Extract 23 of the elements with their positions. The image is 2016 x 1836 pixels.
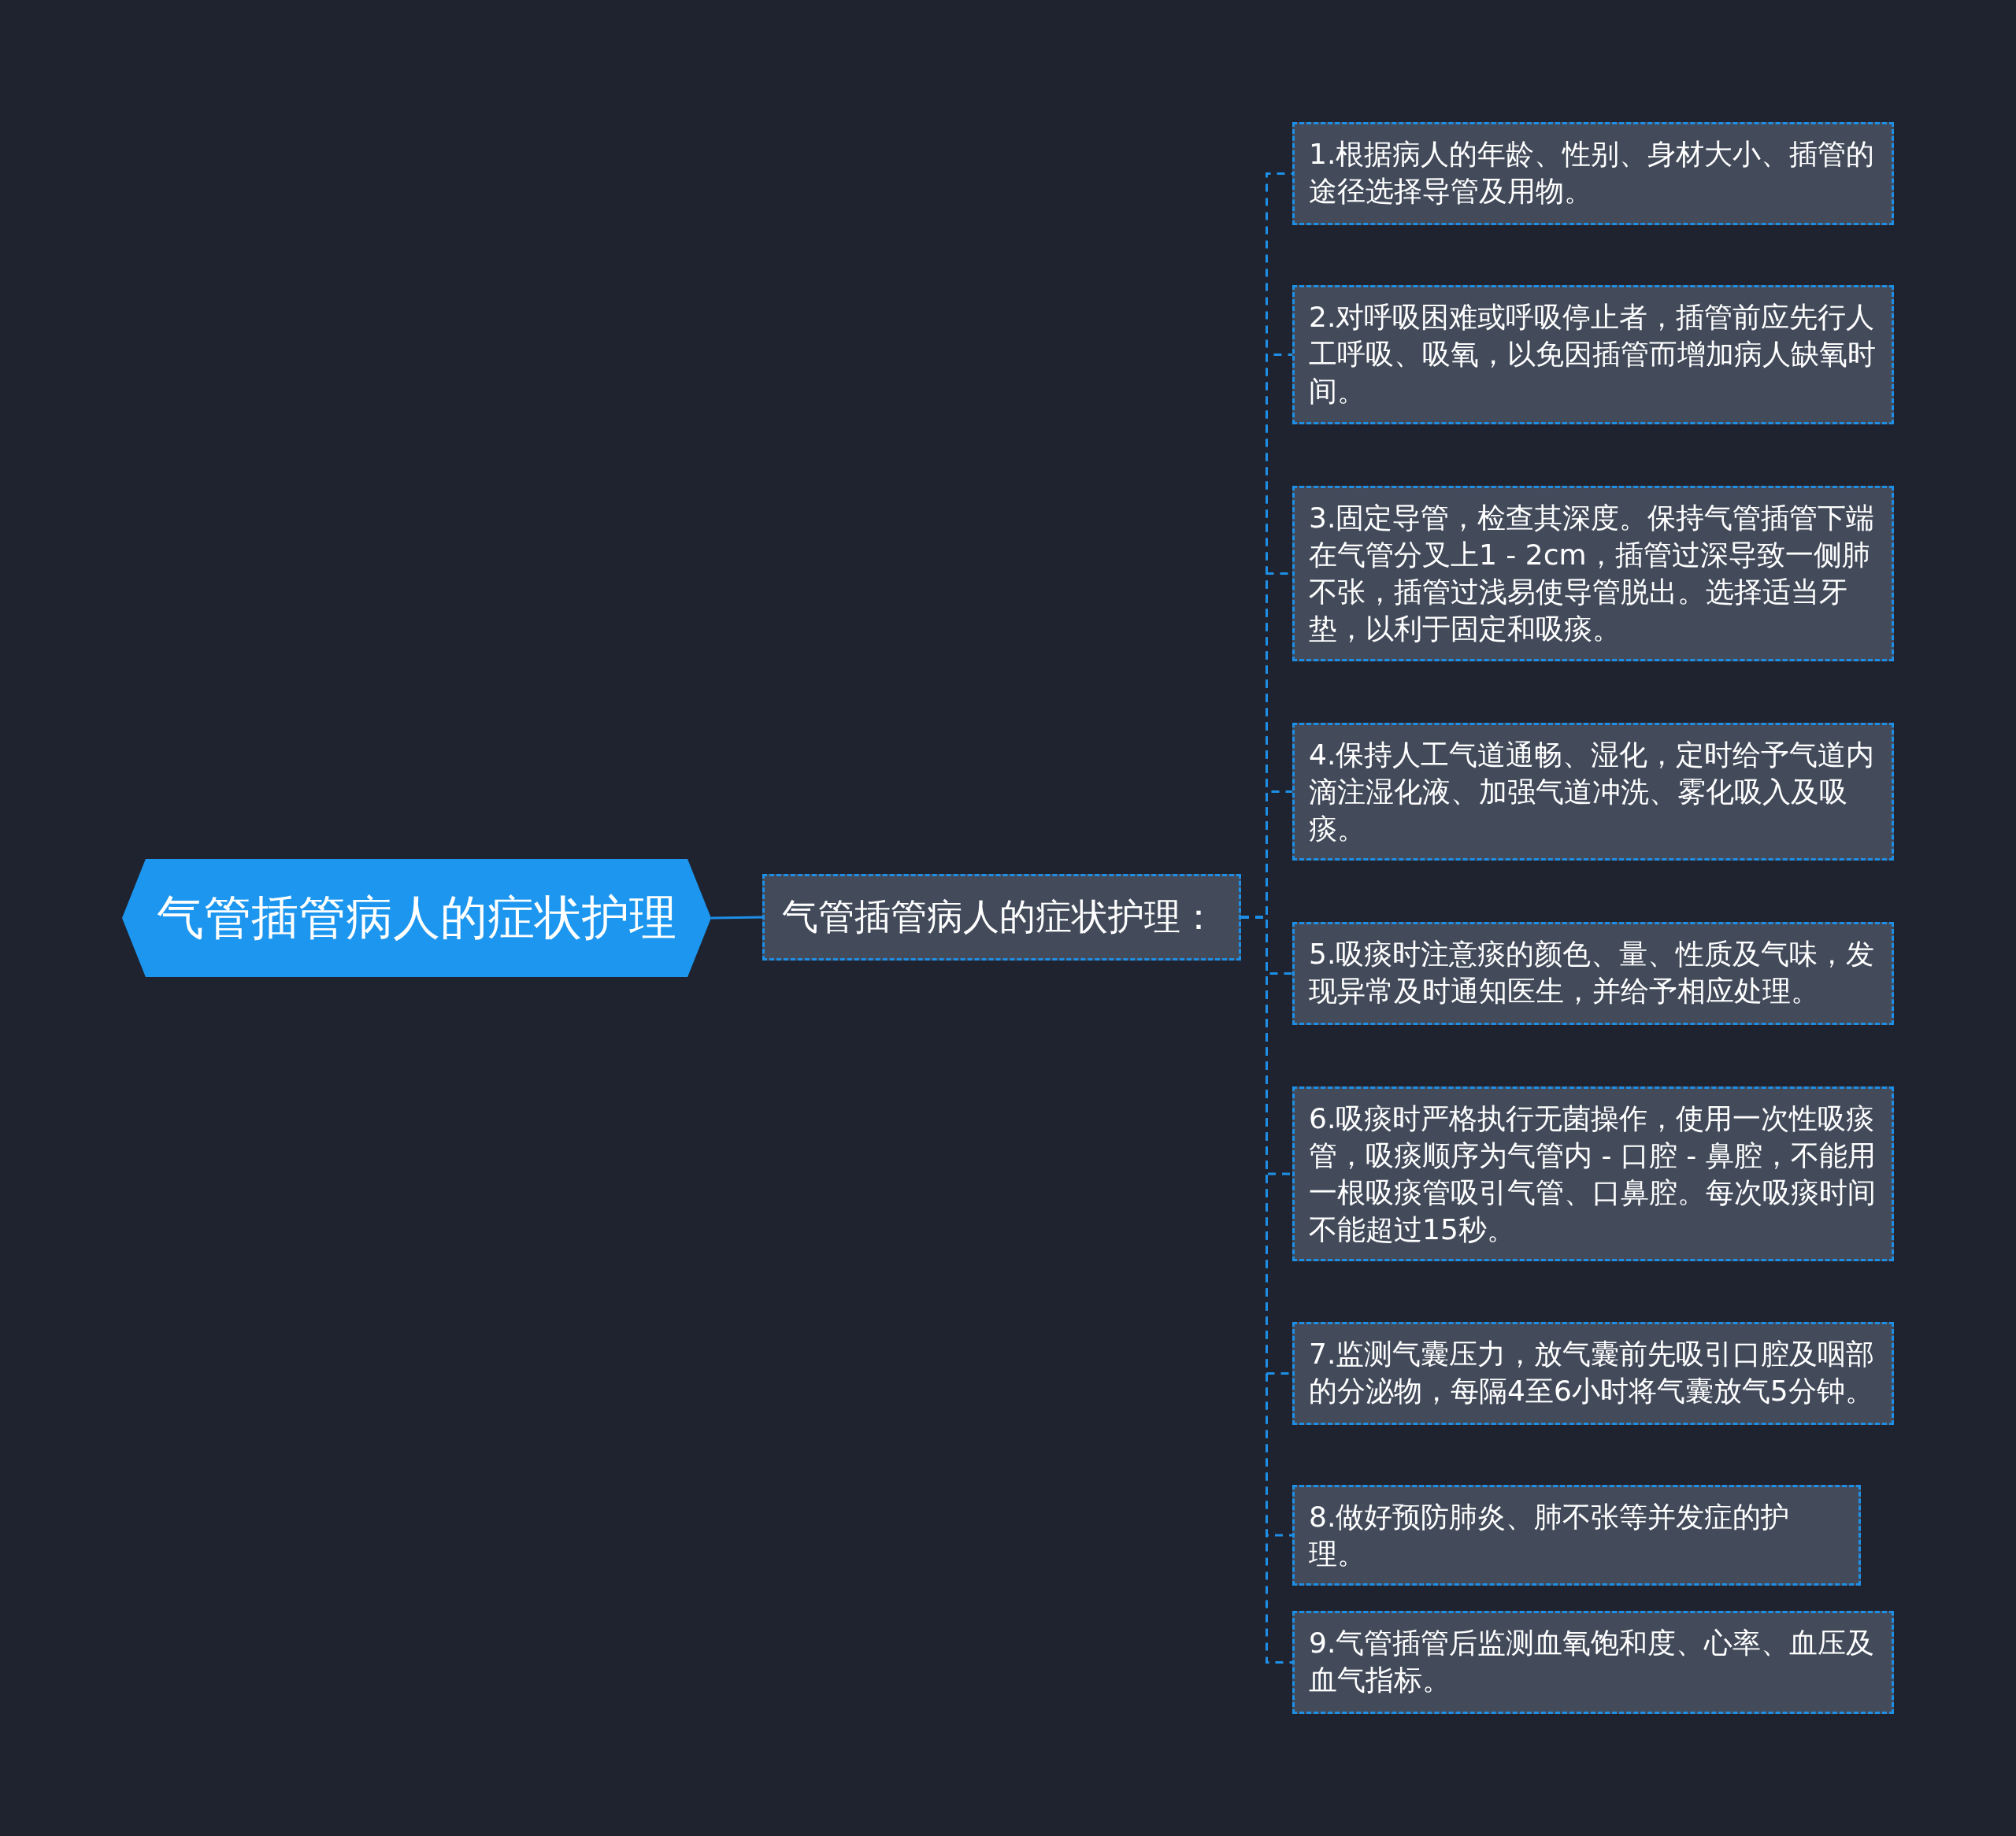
note-box — [1292, 1485, 1861, 1586]
note-box — [1292, 1086, 1894, 1261]
topic-hexagon — [122, 859, 711, 977]
node-text: 气管插管病人的症状护理： — [782, 894, 1217, 939]
subtopic-box — [762, 874, 1241, 961]
note-box — [1292, 486, 1894, 661]
note-box — [1292, 1611, 1894, 1714]
connector — [710, 916, 763, 920]
node-text: 4.保持人工气道通畅、湿化，定时给予气道内滴注湿化液、加强气道冲洗、雾化吸入及吸痰。 — [1309, 738, 1875, 845]
note-box — [1292, 122, 1894, 225]
node-text: 5.吸痰时注意痰的颜色、量、性质及气味，发现异常及时通知医生，并给予相应处理。 — [1309, 938, 1875, 1007]
node-text: 9.气管插管后监测血氧饱和度、心率、血压及血气指标。 — [1309, 1627, 1875, 1696]
node-text: 气管插管病人的症状护理 — [157, 888, 676, 946]
note-box — [1292, 285, 1894, 424]
note-box — [1292, 922, 1894, 1025]
note-box — [1292, 1322, 1894, 1425]
node-text: 3.固定导管，检查其深度。保持气管插管下端在气管分叉上1 - 2cm，插管过深导致一侧肺不张，插管过浅易使导管脱出。选择适当牙垫，以利于固定和吸痰。 — [1309, 502, 1875, 645]
node-text: 7.监测气囊压力，放气囊前先吸引口腔及咽部的分泌物，每隔4至6小时将气囊放气5分钟。 — [1309, 1338, 1875, 1407]
note-box — [1292, 723, 1894, 861]
node-text: 2.对呼吸困难或呼吸停止者，插管前应先行人工呼吸、吸氧，以免因插管而增加病人缺氧时间。 — [1309, 301, 1876, 407]
node-text: 6.吸痰时严格执行无菌操作，使用一次性吸痰管，吸痰顺序为气管内 - 口腔 - 鼻腔，不能用一根吸痰管吸引气管、口鼻腔。每次吸痰时间不能超过15秒。 — [1309, 1102, 1876, 1246]
node-text: 8.做好预防肺炎、肺不张等并发症的护理。 — [1309, 1501, 1790, 1570]
node-text: 1.根据病人的年龄、性别、身材大小、插管的途径选择导管及用物。 — [1309, 138, 1875, 207]
